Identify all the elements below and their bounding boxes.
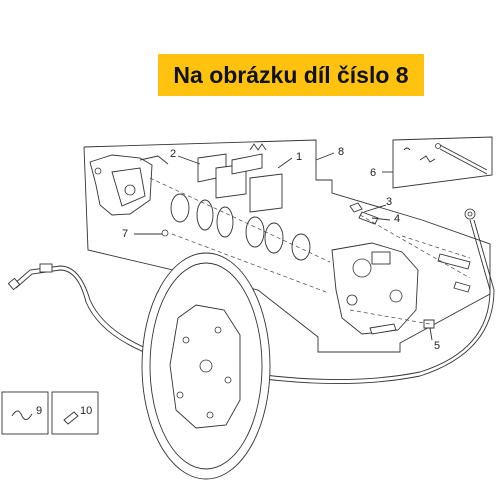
caliper-body — [331, 242, 419, 335]
callout-2: 2 — [170, 148, 176, 160]
caliper-bracket — [89, 154, 169, 216]
brake-disc — [141, 252, 271, 480]
highlight-banner: Na obrázku díl číslo 8 — [158, 54, 424, 96]
pin-clip-icon — [63, 411, 79, 425]
brake-pads — [197, 143, 283, 213]
callout-7: 7 — [122, 228, 128, 240]
part-box-9 — [1, 391, 49, 435]
bolts — [349, 202, 471, 335]
callout-10: 10 — [80, 405, 92, 417]
callout-leaders — [134, 152, 433, 341]
callout-3: 3 — [386, 196, 392, 208]
pin-and-clip — [403, 143, 488, 175]
part-box-10 — [51, 391, 99, 435]
pin-box — [392, 136, 493, 189]
callout-4: 4 — [394, 213, 400, 225]
leader-lines — [149, 177, 471, 325]
callout-1: 1 — [296, 151, 302, 163]
banner-text: Na obrázku díl číslo 8 — [173, 62, 409, 88]
pistons-and-seals — [170, 193, 311, 261]
callout-5: 5 — [434, 340, 440, 352]
callout-8: 8 — [338, 146, 344, 158]
bleed-washer — [161, 229, 169, 237]
callout-6: 6 — [370, 167, 376, 179]
spring-clip-icon — [11, 410, 33, 420]
callout-9: 9 — [36, 405, 42, 417]
